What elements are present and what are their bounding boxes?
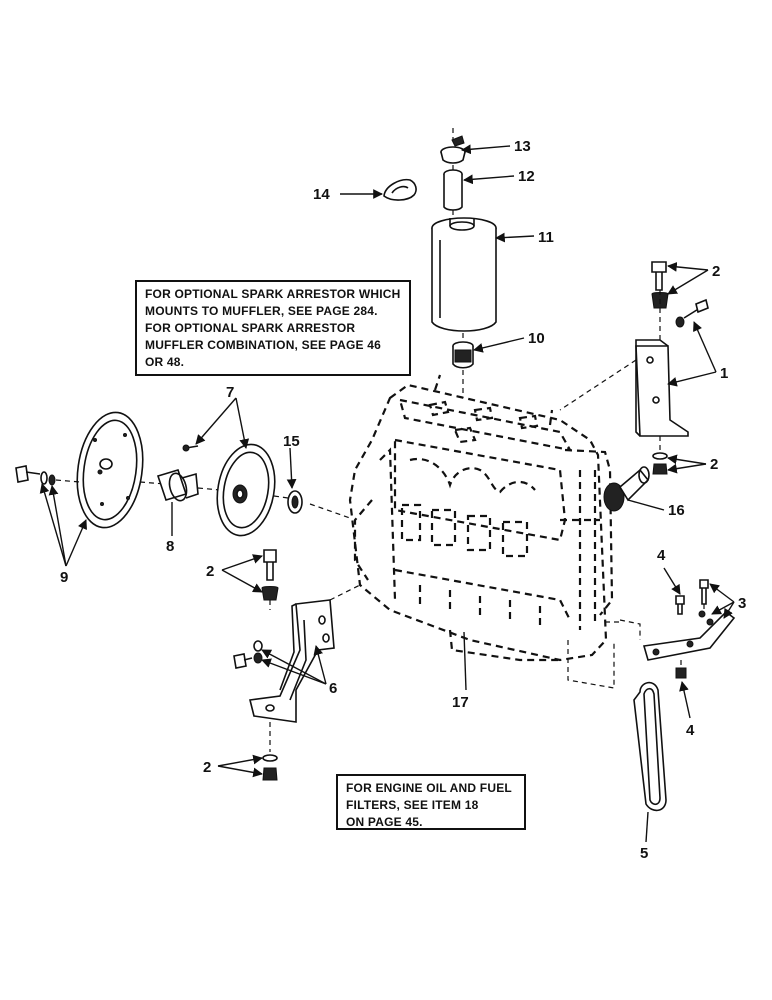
note-line: FOR OPTIONAL SPARK ARRESTOR WHICH: [145, 287, 401, 301]
callout-5: 5: [640, 845, 648, 862]
left-engine-mount-bracket: [233, 549, 361, 781]
callout-8: 8: [166, 538, 174, 555]
callout-2-bottom-left: 2: [203, 759, 211, 776]
callout-6: 6: [329, 680, 337, 697]
callout-2-right-mid: 2: [710, 456, 718, 473]
spark-arrestor-note: FOR OPTIONAL SPARK ARRESTOR WHICH MOUNTS…: [135, 280, 411, 376]
callout-9: 9: [60, 569, 68, 586]
right-engine-mount-bracket: [559, 261, 709, 475]
callout-4-upper: 4: [657, 547, 666, 564]
flywheel-adapter-plate: [15, 411, 166, 529]
flex-drive-plate: [182, 443, 351, 537]
callout-11: 11: [538, 229, 554, 246]
fan-belt: [633, 681, 667, 812]
muffler: [431, 217, 497, 332]
callout-10: 10: [528, 330, 545, 347]
oil-seal: [287, 490, 303, 514]
rain-cap: [440, 135, 466, 164]
front-engine-support: [567, 579, 736, 689]
callout-17: 17: [452, 694, 469, 711]
muffler-assembly: [383, 128, 497, 398]
note-line: FILTERS, SEE ITEM 18: [346, 798, 479, 812]
note-line: MOUNTS TO MUFFLER, SEE PAGE 284.: [145, 304, 378, 318]
muffler-adapter: [452, 341, 474, 369]
callout-3: 3: [738, 595, 746, 612]
callout-16: 16: [668, 502, 685, 519]
callout-14: 14: [313, 186, 330, 203]
engine-filters-note: FOR ENGINE OIL AND FUEL FILTERS, SEE ITE…: [336, 774, 526, 830]
leader-lines: [39, 144, 735, 843]
callout-7: 7: [226, 384, 234, 401]
clamp: [383, 178, 417, 201]
note-line: FOR ENGINE OIL AND FUEL: [346, 781, 512, 795]
exhaust-pipe: [443, 169, 463, 211]
exhaust-manifold-elbow: [603, 466, 650, 512]
engine-block: [348, 374, 614, 662]
note-line: MUFFLER COMBINATION, SEE PAGE 46: [145, 338, 381, 352]
callout-2-left-mid: 2: [206, 563, 214, 580]
callout-labels: 13 12 14 11 10 2 1 2 16 7 15 8 9 2 6 2 1…: [60, 138, 746, 862]
note-line: OR 48.: [145, 355, 185, 369]
callout-4-lower: 4: [686, 722, 695, 739]
callout-2-top-right: 2: [712, 263, 720, 280]
drive-hub: [156, 469, 221, 502]
callout-13: 13: [514, 138, 531, 155]
note-line: ON PAGE 45.: [346, 815, 423, 829]
callout-12: 12: [518, 168, 535, 185]
note-line: FOR OPTIONAL SPARK ARRESTOR: [145, 321, 356, 335]
callout-15: 15: [283, 433, 300, 450]
callout-1: 1: [720, 365, 728, 382]
